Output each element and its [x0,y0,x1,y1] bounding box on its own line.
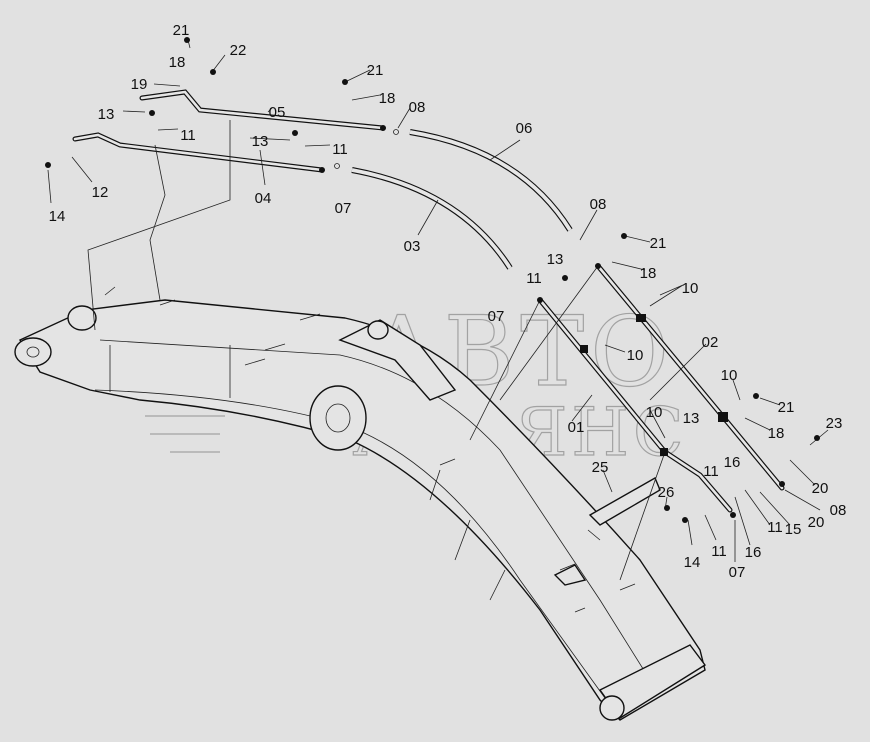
part-label: 21 [367,62,384,79]
pipe-05 [139,89,386,131]
part-label: 03 [404,238,421,255]
part-label: 21 [650,235,667,252]
part-label: 19 [131,76,148,93]
part-label: 02 [702,334,719,351]
part-label: 10 [682,280,699,297]
part-label: 22 [230,42,247,59]
part-label: 12 [92,184,109,201]
part-label: 13 [683,410,700,427]
part-label: 10 [646,404,663,421]
part-label: 16 [745,544,762,561]
part-label: 13 [252,133,269,150]
part-label: 18 [768,425,785,442]
pipe-02 [595,263,785,491]
part-label: 13 [547,251,564,268]
part-label: 14 [684,554,701,571]
part-label: 20 [812,480,829,497]
part-label: 04 [255,190,272,207]
part-label: 08 [830,502,847,519]
part-label: 07 [335,200,352,217]
part-label: 11 [332,141,348,158]
part-label: 25 [592,459,609,476]
part-label: 18 [379,90,396,107]
part-label: 13 [98,106,115,123]
part-label: 26 [658,484,675,501]
part-label: 07 [488,308,505,325]
part-label: 11 [180,127,196,144]
pipe-01 [537,297,733,513]
part-label: 06 [516,120,533,137]
fittings [45,37,820,523]
part-label: 18 [640,265,657,282]
bracket-25 [553,477,661,586]
part-label: 08 [590,196,607,213]
part-label: 01 [568,419,585,436]
part-label: 05 [269,104,286,121]
hose-03 [351,167,513,270]
part-label: 16 [724,454,741,471]
part-label: 11 [703,463,719,480]
part-label: 08 [409,99,426,116]
part-label: 11 [767,519,783,536]
part-label: 14 [49,208,66,225]
part-label: 15 [785,521,802,538]
part-label: 10 [721,367,738,384]
part-label: 18 [169,54,186,71]
part-label: 23 [826,415,843,432]
hose-06 [409,129,573,232]
part-label: 21 [778,399,795,416]
part-label: 20 [808,514,825,531]
leader-lines [47,39,829,581]
part-label: 10 [627,347,644,364]
part-label: 11 [526,270,542,287]
pipe-04 [72,132,325,173]
part-label: 11 [711,543,727,560]
part-number-labels: 21 22 18 19 05 21 18 08 13 11 13 11 12 14 04 07 06 03 08 21… [49,22,847,581]
part-label: 07 [729,564,746,581]
boom-body [14,286,707,721]
part-label: 21 [173,22,190,39]
